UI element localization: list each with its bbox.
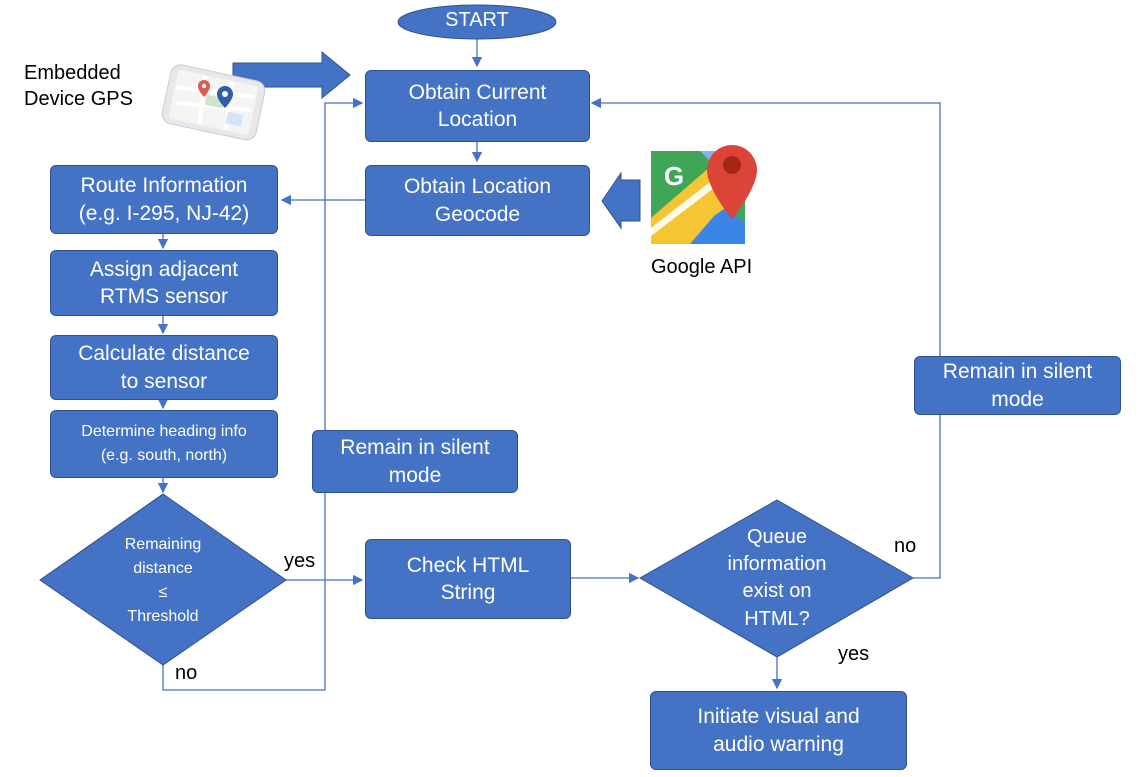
- box-text: String: [440, 581, 496, 604]
- diamond-text: Threshold: [127, 608, 199, 625]
- box-text: mode: [388, 463, 442, 487]
- box-text: mode: [991, 387, 1044, 411]
- box-text: Route Information: [80, 174, 248, 198]
- obtain-location-geocode-box[interactable]: Obtain Location Geocode: [365, 165, 590, 236]
- threshold-decision-text: Remaining distance ≤ Threshold: [93, 533, 233, 629]
- box-text: Check HTML: [406, 553, 530, 577]
- diamond-text: ≤: [158, 584, 168, 601]
- embedded-gps-label: Embedded Device GPS: [24, 60, 133, 112]
- box-text: RTMS sensor: [100, 285, 228, 308]
- embedded-gps-line2: Device GPS: [24, 88, 133, 110]
- google-api-label: Google API: [651, 256, 753, 278]
- google-maps-icon: G: [651, 145, 757, 244]
- box-text: Remain in silent: [340, 436, 490, 460]
- box-text: Geocode: [434, 202, 521, 226]
- obtain-current-location-box[interactable]: Obtain Current Location: [365, 70, 590, 142]
- box-text: Calculate distance: [78, 342, 250, 366]
- diamond-text: exist on: [742, 580, 812, 603]
- calculate-distance-box[interactable]: Calculate distance to sensor: [50, 335, 278, 400]
- box-text: Assign adjacent: [89, 257, 239, 281]
- diamond-text: information: [727, 553, 827, 576]
- box-text: audio warning: [713, 732, 844, 756]
- diamond-text: Queue: [746, 526, 808, 548]
- remain-silent-right-box[interactable]: Remain in silent mode: [914, 356, 1121, 415]
- queue-yes-label: yes: [838, 643, 870, 665]
- box-text: to sensor: [120, 369, 208, 393]
- google-api-input-arrow: [601, 171, 641, 230]
- queue-decision-diamond: [638, 499, 915, 658]
- remain-silent-mid-box[interactable]: Remain in silent mode: [312, 430, 518, 493]
- diamond-text: distance: [133, 560, 193, 577]
- svg-text:G: G: [664, 161, 684, 191]
- start-terminal: [397, 4, 557, 40]
- box-text: Location: [437, 108, 518, 131]
- queue-no-label: no: [894, 535, 917, 557]
- box-text: Remain in silent: [942, 360, 1093, 384]
- threshold-no-label: no: [175, 662, 198, 684]
- assign-rtms-sensor-box[interactable]: Assign adjacent RTMS sensor: [50, 250, 278, 316]
- start-label: START: [445, 9, 509, 31]
- initiate-warning-box[interactable]: Initiate visual and audio warning: [650, 691, 907, 770]
- diamond-text: HTML?: [744, 607, 810, 630]
- box-text: Obtain Current: [408, 80, 547, 104]
- smartphone-map-icon: [161, 64, 266, 141]
- queue-decision-text: Queue information exist on HTML?: [697, 524, 857, 633]
- threshold-yes-label: yes: [284, 550, 316, 572]
- diamond-text: Remaining: [124, 536, 202, 553]
- box-text: Initiate visual and: [697, 705, 860, 729]
- embedded-gps-line1: Embedded: [24, 62, 121, 84]
- box-text: (e.g. I-295, NJ-42): [78, 201, 250, 225]
- threshold-decision-diamond: [39, 493, 287, 666]
- box-text: Obtain Location: [403, 175, 552, 199]
- route-information-box[interactable]: Route Information (e.g. I-295, NJ-42): [50, 165, 278, 234]
- determine-heading-box[interactable]: Determine heading info (e.g. south, nort…: [50, 410, 278, 478]
- check-html-string-box[interactable]: Check HTML String: [365, 539, 571, 619]
- box-text: Determine heading info: [81, 423, 247, 440]
- box-text: (e.g. south, north): [100, 447, 228, 464]
